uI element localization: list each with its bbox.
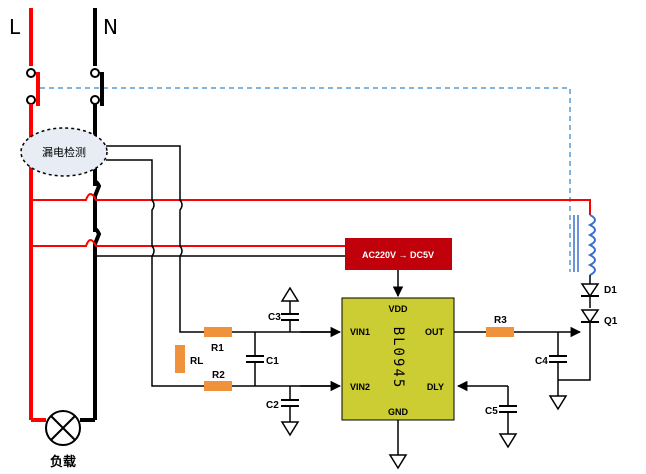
resistor-r3 bbox=[486, 327, 514, 337]
ground-icon bbox=[388, 454, 408, 470]
pin-vdd: VDD bbox=[388, 304, 408, 314]
trip-coil bbox=[573, 214, 596, 284]
pin-vin2: VIN2 bbox=[350, 382, 370, 392]
label-line-N: N bbox=[103, 15, 118, 39]
leak-detect-sensor bbox=[20, 127, 108, 177]
mechanical-link-dashed bbox=[40, 87, 571, 272]
live-to-converter-wire bbox=[31, 239, 345, 247]
switch-contact-N-bottom bbox=[90, 95, 100, 105]
capacitor-c1 bbox=[246, 332, 264, 386]
chip-bl0945 bbox=[341, 297, 455, 421]
neutral-wire bbox=[90, 8, 104, 420]
label-r2: R2 bbox=[212, 370, 225, 381]
ground-icon bbox=[280, 286, 300, 302]
label-c4: C4 bbox=[535, 356, 548, 367]
resistor-rl bbox=[175, 345, 185, 373]
ground-icon bbox=[280, 421, 300, 437]
capacitor-c5 bbox=[498, 386, 518, 449]
pin-gnd: GND bbox=[388, 407, 409, 417]
label-line-L: L bbox=[9, 15, 21, 39]
thyristor-q1 bbox=[580, 309, 600, 340]
label-rl: RL bbox=[190, 356, 203, 367]
pin-dly: DLY bbox=[427, 382, 444, 392]
switch-contact-L-bottom bbox=[26, 95, 36, 105]
pin-vin1: VIN1 bbox=[350, 327, 370, 337]
live-wire bbox=[26, 8, 40, 420]
converter-box bbox=[345, 238, 452, 270]
sensor-wire-2 bbox=[106, 159, 332, 387]
capacitor-c2 bbox=[280, 386, 300, 437]
pin-out: OUT bbox=[425, 327, 445, 337]
ground-icon bbox=[498, 433, 518, 449]
label-r1: R1 bbox=[211, 343, 224, 354]
switch-contact-L-top bbox=[26, 68, 36, 78]
diode-d1 bbox=[580, 283, 600, 308]
live-to-coil-wire bbox=[31, 193, 591, 215]
resistor-r1 bbox=[204, 327, 232, 337]
label-d1: D1 bbox=[604, 285, 617, 296]
label-c2: C2 bbox=[266, 400, 279, 411]
load-label: 负载 bbox=[50, 454, 76, 470]
ground-icon bbox=[548, 395, 568, 411]
chip-name: BL0945 bbox=[390, 327, 406, 390]
capacitor-c4 bbox=[548, 332, 591, 411]
label-c3: C3 bbox=[268, 312, 281, 323]
label-r3: R3 bbox=[494, 315, 507, 326]
sensor-wire-1 bbox=[106, 145, 332, 333]
capacitor-c3 bbox=[280, 286, 300, 332]
leak-detect-label: 漏电检测 bbox=[42, 145, 86, 159]
load-lamp bbox=[31, 410, 95, 446]
label-c5: C5 bbox=[485, 406, 498, 417]
switch-contact-N-top bbox=[90, 68, 100, 78]
label-c1: C1 bbox=[266, 356, 279, 367]
resistor-r2 bbox=[204, 381, 232, 391]
converter-label: AC220V → DC5V bbox=[362, 250, 434, 260]
label-q1: Q1 bbox=[604, 316, 618, 327]
